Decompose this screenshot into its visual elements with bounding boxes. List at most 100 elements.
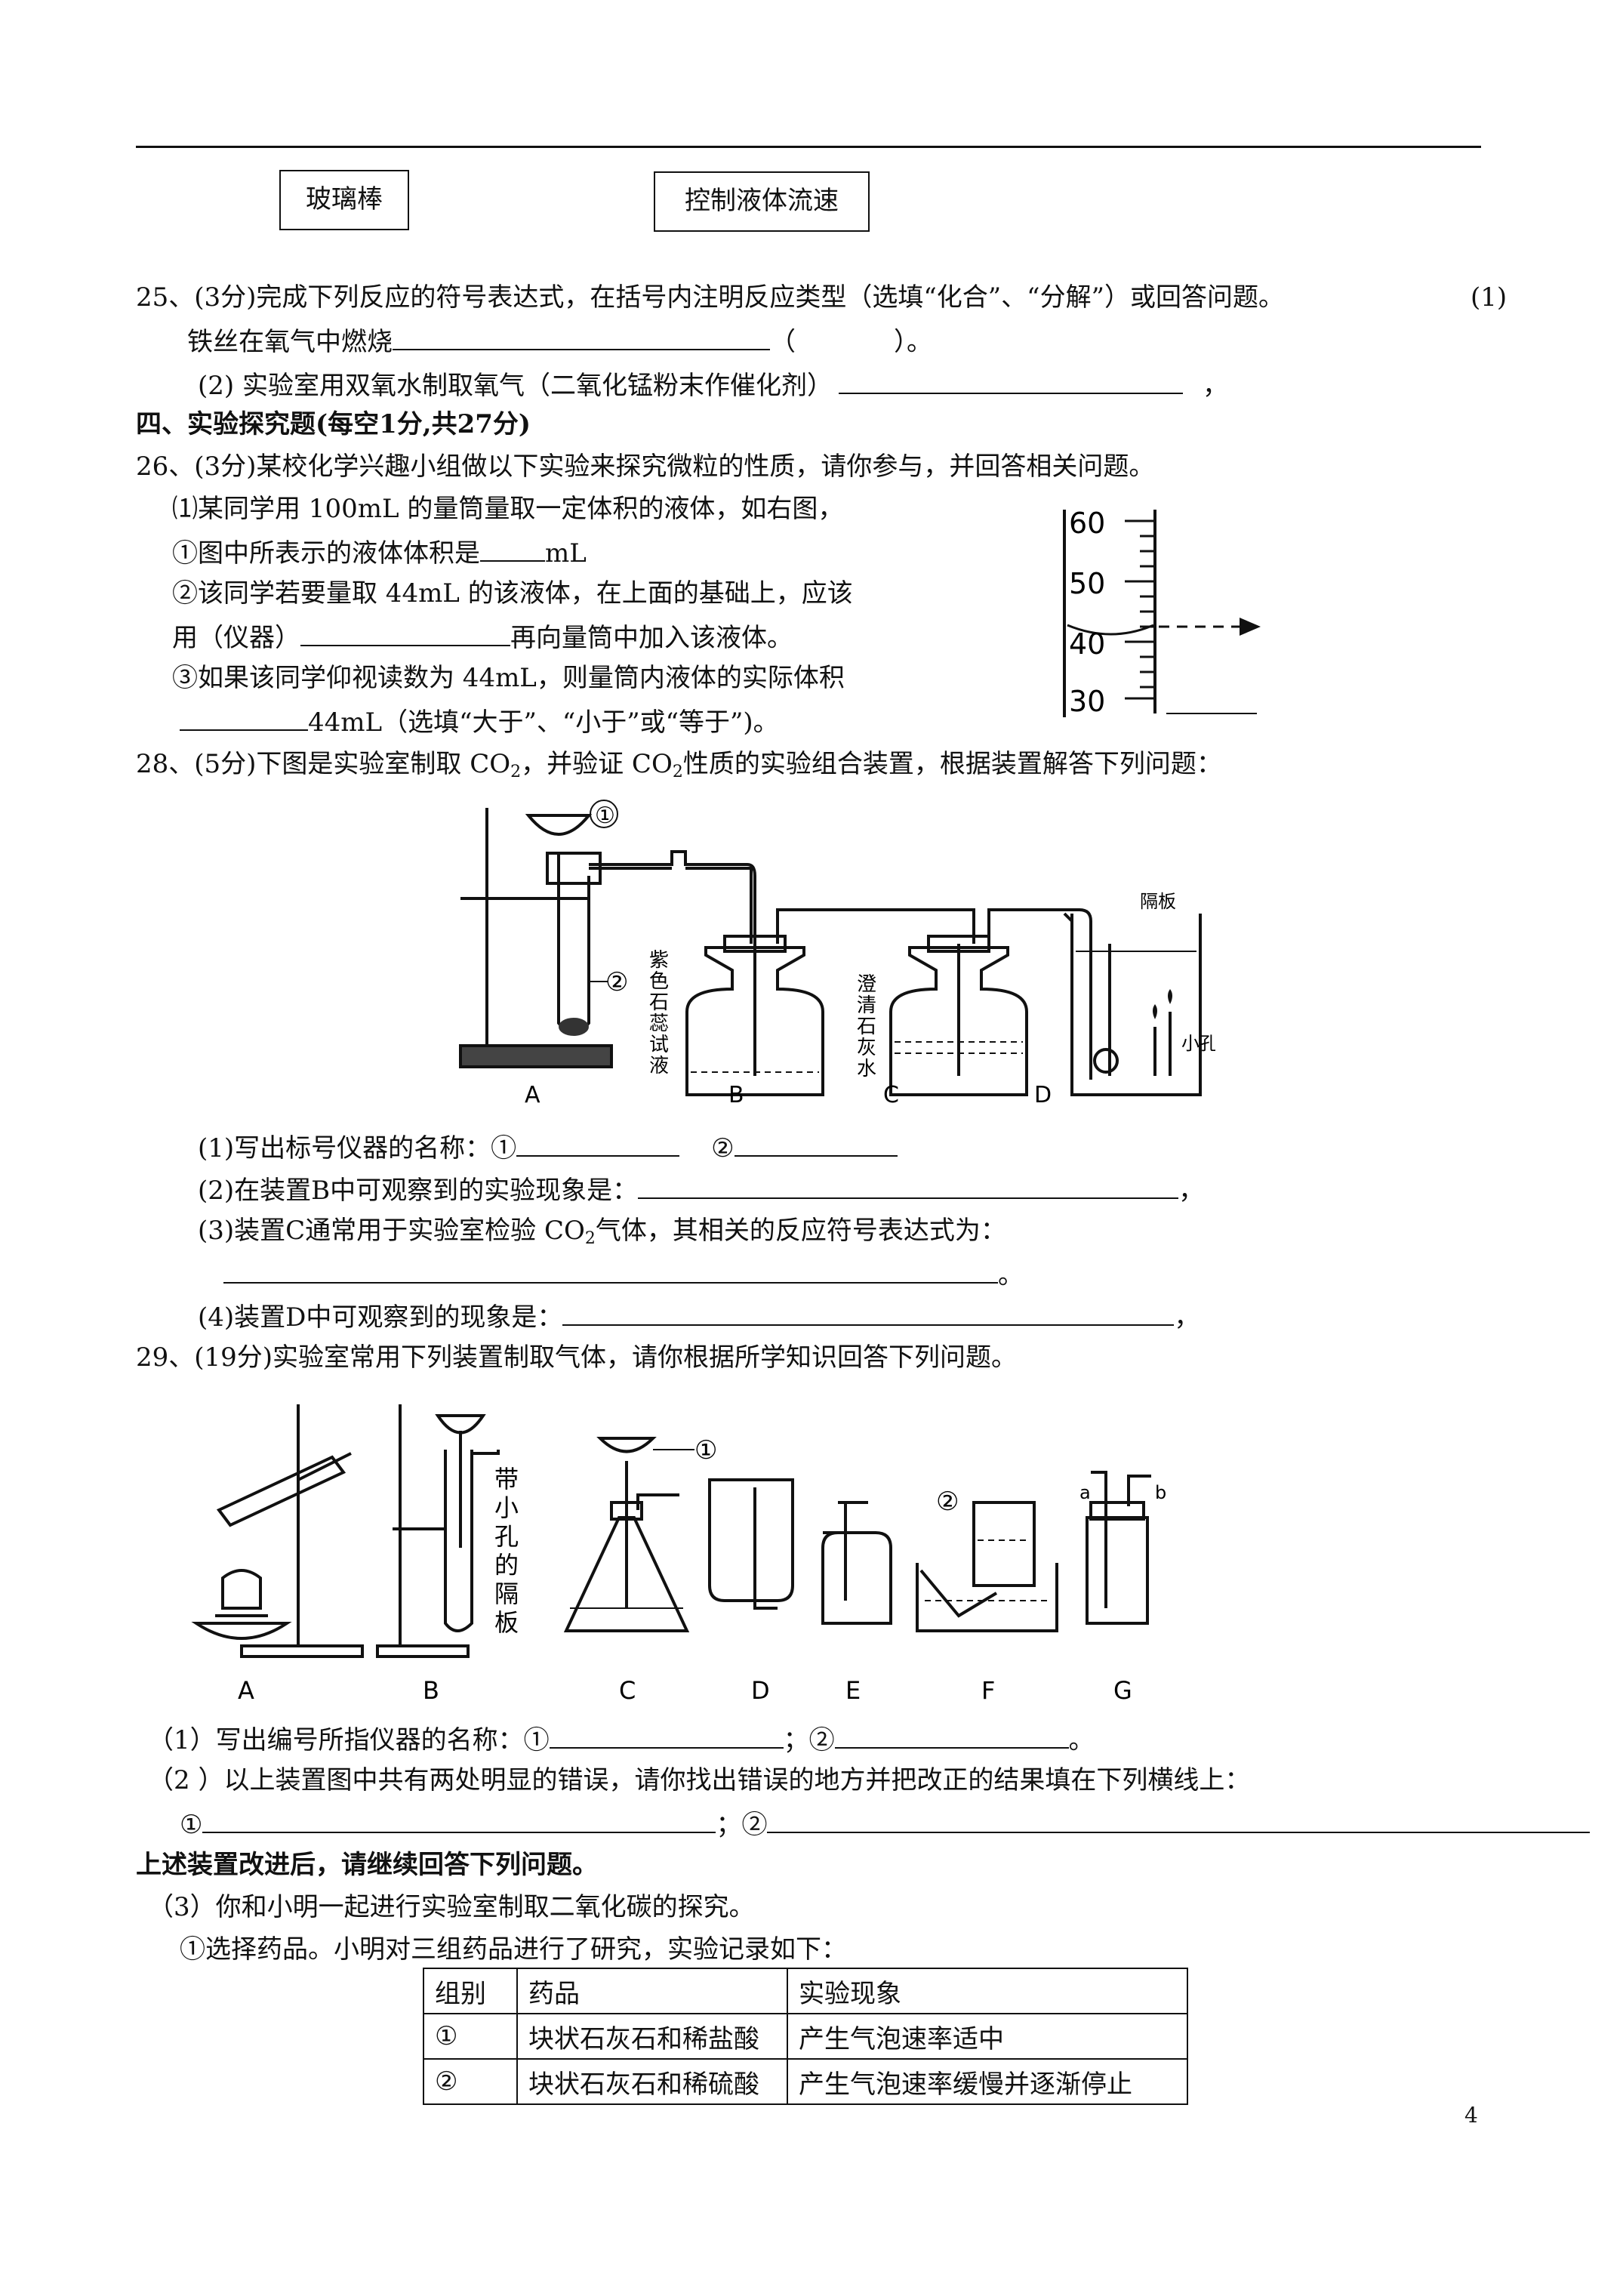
q29-a1-sep: ；② <box>783 1725 835 1755</box>
q28-stem-c: 性质的实验组合装置，根据装置解答下列问题： <box>682 749 1222 779</box>
q29-a2-answers: ① ；② <box>180 1806 1591 1841</box>
fig28-label-a: A <box>525 1082 540 1108</box>
q28-a3-text: (3)装置C通常用于实验室检验 CO <box>198 1216 585 1246</box>
q29-answer-2[interactable] <box>834 1721 1069 1749</box>
q29-a2-num1: ① <box>180 1810 203 1840</box>
q26-answer-instrument[interactable] <box>300 619 510 646</box>
table-header: 实验现象 <box>787 1968 1188 2014</box>
table-header: 药品 <box>516 1968 788 2014</box>
fig29-b-note-3: 的 <box>494 1551 519 1579</box>
fig29-b-note-5: 板 <box>494 1608 519 1637</box>
gas-apparatus-figure: 带 小 孔 的 隔 板 ① ② a b A B C D E F G <box>191 1404 1166 1705</box>
fig29-g-a: a <box>1079 1482 1091 1503</box>
q26-answer-volume[interactable] <box>480 535 545 562</box>
fig28-c-text-2: 石 <box>857 1015 876 1038</box>
co2-apparatus-figure: ① ② 紫 色 石 蕊 试 液 澄 清 石 灰 水 隔板 小孔 A B C D <box>459 800 1215 1108</box>
q28-answer-2[interactable] <box>734 1130 898 1157</box>
q28-stem-a: 28、(5分)下图是实验室制取 CO <box>136 749 511 779</box>
q29-a1: （1）写出编号所指仪器的名称：① ；② 。 <box>148 1721 1095 1757</box>
q26-l6: 44mL（选填“大于”、“小于”或“等于”)。 <box>180 704 779 739</box>
q29-answer-1[interactable] <box>549 1721 784 1749</box>
fig29-label-c: C <box>619 1676 636 1705</box>
q28-a3-tail: 气体，其相关的反应符号表达式为： <box>595 1216 1006 1246</box>
q28-a3-sub: 2 <box>584 1229 596 1248</box>
fig28-label-b: B <box>728 1082 744 1108</box>
q26-l2: ①图中所表示的液体体积是 mL <box>172 535 587 570</box>
page-number: 4 <box>1464 2103 1478 2128</box>
q25-answer-2[interactable] <box>838 367 1183 394</box>
fig29-b-note-1: 小 <box>494 1493 519 1522</box>
fig28-hole: 小孔 <box>1181 1033 1215 1054</box>
q29-a2: （2 ）以上装置图中共有两处明显的错误，请你找出错误的地方并把改正的结果填在下列… <box>148 1765 1251 1795</box>
fig28-c-text-0: 澄 <box>857 973 876 996</box>
q29-a3: （3）你和小明一起进行实验室制取二氧化碳的探究。 <box>148 1892 755 1922</box>
q28-stem-b: ，并验证 CO <box>521 749 673 779</box>
fig29-label-g: G <box>1113 1676 1132 1705</box>
table-cell: 块状石灰石和稀盐酸 <box>516 2013 788 2060</box>
fig28-c-text-4: 水 <box>857 1058 876 1080</box>
fig28-b-text-1: 色 <box>649 970 669 993</box>
q28-a4-text: (4)装置D中可观察到的现象是： <box>198 1302 563 1333</box>
tick-50: 50 <box>1069 567 1105 600</box>
q26-answer-compare[interactable] <box>180 704 308 731</box>
fig29-num2: ② <box>936 1487 959 1517</box>
tick-60: 60 <box>1069 507 1105 540</box>
q28-a3-end: 。 <box>998 1260 1024 1290</box>
fig28-c-text-1: 清 <box>857 994 876 1017</box>
q28-a2-end: ， <box>1178 1176 1205 1206</box>
q29-answer-error-1[interactable] <box>202 1806 716 1833</box>
fig28-b-text-4: 试 <box>649 1034 669 1056</box>
q29-answer-error-2[interactable] <box>767 1806 1591 1833</box>
q26-l2-text: ①图中所表示的液体体积是 <box>172 538 480 569</box>
fig29-label-b: B <box>423 1676 439 1705</box>
q29-a2-sep: ；② <box>716 1810 768 1840</box>
q26-l2-unit: mL <box>545 538 587 569</box>
q25-num1: (1) <box>1471 282 1508 313</box>
fig29-b-note-2: 孔 <box>494 1522 519 1551</box>
q26-l4-tail: 再向量筒中加入该液体。 <box>510 623 793 653</box>
q26-l4: 用（仪器） 再向量筒中加入该液体。 <box>172 619 793 655</box>
table-cell: 产生气泡速率缓慢并逐渐停止 <box>787 2058 1188 2105</box>
meniscus <box>1067 624 1154 636</box>
q28-answer-c[interactable] <box>223 1256 998 1284</box>
q25-paren-open: （ <box>770 327 796 357</box>
table-cell: ① <box>423 2013 518 2060</box>
q29-a1-end: 。 <box>1068 1725 1095 1755</box>
q29-a1-text: （1）写出编号所指仪器的名称：① <box>148 1725 550 1755</box>
fig29-b-note-0: 带 <box>494 1465 519 1493</box>
q28-a4-end: ， <box>1174 1302 1200 1333</box>
q25-part1-text: 铁丝在氧气中燃烧 <box>187 327 393 357</box>
q28-stem: 28、(5分)下图是实验室制取 CO2，并验证 CO2性质的实验组合装置，根据装… <box>136 747 1222 789</box>
q28-sub-2: 2 <box>672 763 683 781</box>
table-row: ② 块状石灰石和稀硫酸 产生气泡速率缓慢并逐渐停止 <box>423 2058 1188 2105</box>
q28-a3-answer-line: 。 <box>223 1256 1024 1292</box>
fig29-label-e: E <box>845 1676 861 1705</box>
fig28-b-text-0: 紫 <box>649 949 669 972</box>
q26-l4-text: 用（仪器） <box>172 623 300 653</box>
q28-answer-1[interactable] <box>516 1130 680 1157</box>
fig29-b-note-4: 隔 <box>494 1579 519 1608</box>
q25-part1: 铁丝在氧气中燃烧（）。 <box>187 323 932 359</box>
q28-sub-1: 2 <box>510 763 522 781</box>
fig28-label-d: D <box>1034 1082 1052 1108</box>
fig28-b-text-5: 液 <box>649 1055 669 1077</box>
fig29-label-f: F <box>981 1676 995 1705</box>
q26-l1: ⑴某同学用 100mL 的量筒量取一定体积的液体，如右图， <box>172 494 844 524</box>
q28-answer-d[interactable] <box>562 1299 1175 1326</box>
fig29-num1: ① <box>694 1435 717 1465</box>
q28-a2-text: (2)在装置B中可观察到的实验现象是： <box>198 1176 639 1206</box>
q26-l6-text: 44mL（选填“大于”、“小于”或“等于”)。 <box>308 707 779 738</box>
q28-answer-b[interactable] <box>638 1172 1179 1199</box>
fig28-partition: 隔板 <box>1140 891 1176 912</box>
fig29-g-b: b <box>1155 1482 1166 1503</box>
q28-a3: (3)装置C通常用于实验室检验 CO2气体，其相关的反应符号表达式为： <box>198 1214 1006 1256</box>
q25-answer-1[interactable] <box>393 323 770 350</box>
fig29-label-a: A <box>238 1676 254 1705</box>
fig28-b-text-3: 蕊 <box>649 1012 669 1035</box>
fig28-c-text-3: 灰 <box>857 1037 876 1059</box>
table-cell: 产生气泡速率适中 <box>787 2013 1188 2060</box>
experiment-table: 组别 药品 实验现象 ① 块状石灰石和稀盐酸 产生气泡速率适中 ② 块状石灰石和… <box>423 1968 1188 2105</box>
header-rule <box>136 146 1481 148</box>
fig28-label-c: C <box>883 1082 899 1108</box>
q26-stem: 26、(3分)某校化学兴趣小组做以下实验来探究微粒的性质，请你参与，并回答相关问… <box>136 451 1155 482</box>
